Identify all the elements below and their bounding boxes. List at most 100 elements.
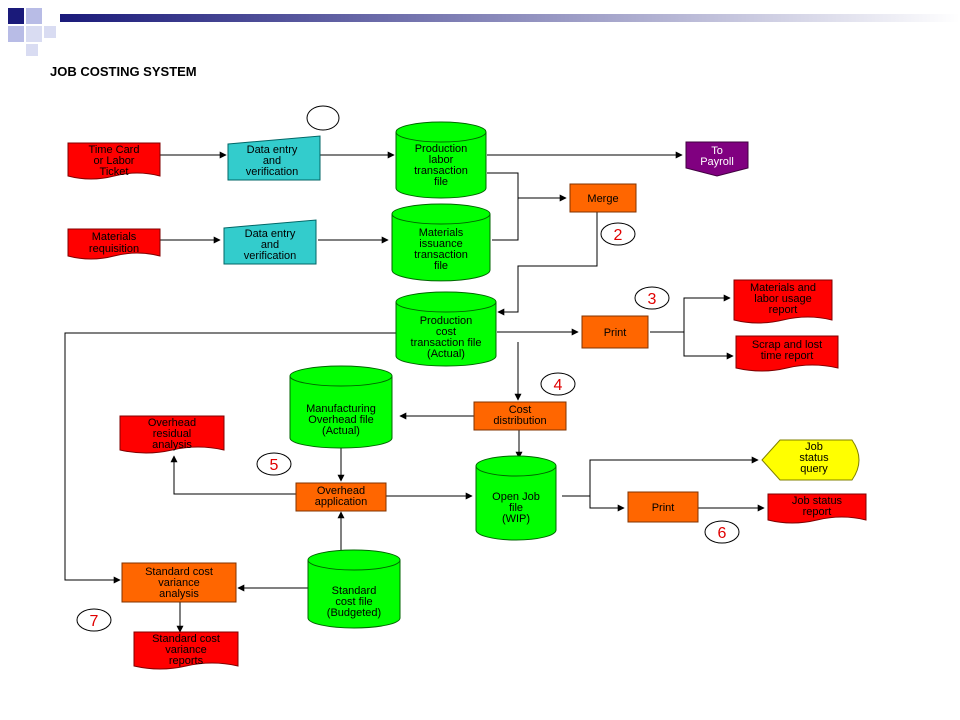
step-number-3: 3	[648, 291, 657, 308]
materials-issuance-label-4: file	[434, 260, 448, 272]
materials-requisition-label-1: Materials	[92, 231, 137, 243]
std-cost-reports-label-2: variance	[165, 644, 207, 656]
time-card-label-3: Ticket	[100, 166, 129, 178]
overhead-residual-report: Overhead residual analysis	[119, 415, 225, 454]
open-job-label-2: file	[509, 502, 523, 514]
step-number-4: 4	[554, 377, 563, 394]
materials-requisition-label-2: requisition	[89, 243, 139, 255]
mfg-overhead-label-1: Manufacturing	[306, 403, 376, 415]
materials-labor-label-3: report	[769, 304, 798, 316]
std-cost-file-label-2: cost file	[335, 596, 372, 608]
scrap-lost-time-report: Scrap and lost time report	[735, 335, 839, 372]
cost-distribution-label-1: Cost	[509, 404, 532, 416]
std-cost-variance-label-3: analysis	[159, 588, 199, 600]
step-marker-5	[256, 452, 292, 476]
step-number-7: 7	[90, 613, 99, 630]
materials-issuance-label-1: Materials	[419, 227, 464, 239]
overhead-application-label-1: Overhead	[317, 485, 365, 497]
step-marker-2	[600, 222, 636, 246]
data-entry-2-label-3: verification	[244, 250, 297, 262]
production-labor-label-4: file	[434, 176, 448, 188]
materials-requisition-document: Materials requisition	[67, 228, 161, 260]
cost-distribution-label-2: distribution	[493, 415, 546, 427]
diagram-title: JOB COSTING SYSTEM	[50, 64, 197, 79]
header-bar	[60, 14, 960, 22]
standard-cost-file: Standard cost file (Budgeted)	[307, 549, 401, 629]
data-entry-1-label-1: Data entry	[247, 144, 298, 156]
materials-labor-label-2: labor usage	[754, 293, 812, 305]
scrap-report-label-2: time report	[761, 350, 814, 362]
production-cost-label-2: cost	[436, 326, 456, 338]
time-card-document: Time Card or Labor Ticket	[67, 142, 161, 180]
production-labor-label-1: Production	[415, 143, 468, 155]
overhead-residual-label-3: analysis	[152, 439, 192, 451]
production-labor-label-2: labor	[429, 154, 454, 166]
std-cost-variance-label-2: variance	[158, 577, 200, 589]
mfg-overhead-label-2: Overhead file	[308, 414, 373, 426]
job-status-query-label-1: Job	[805, 441, 823, 453]
overhead-application-operation: Overhead application	[295, 482, 387, 512]
cost-distribution-operation: Cost distribution	[473, 401, 567, 431]
open-job-label-3: (WIP)	[502, 513, 530, 525]
open-job-file: Open Job file (WIP)	[475, 455, 557, 541]
overhead-application-label-2: application	[315, 496, 368, 508]
standard-cost-reports: Standard cost variance reports	[133, 631, 239, 670]
job-status-query-display: Job status query	[761, 439, 860, 481]
production-labor-file: Production labor transaction file	[395, 121, 487, 199]
data-entry-1-label-2: and	[263, 155, 281, 167]
print-operation-1: Print	[581, 315, 649, 349]
step-number-5: 5	[270, 457, 279, 474]
merge-operation: Merge	[569, 183, 637, 213]
step-marker-4	[540, 372, 576, 396]
slide-decoration	[8, 8, 56, 56]
data-entry-process-1: Data entry and verification	[227, 135, 321, 181]
step-number-6: 6	[718, 525, 727, 542]
connectors	[64, 151, 765, 633]
time-card-label-1: Time Card	[89, 144, 140, 156]
print-1-label: Print	[604, 327, 627, 339]
materials-labor-report: Materials and labor usage report	[733, 279, 833, 324]
to-payroll-label-2: Payroll	[700, 156, 734, 168]
production-cost-label-4: (Actual)	[427, 348, 465, 360]
job-status-query-label-3: query	[800, 463, 828, 475]
step-marker-7	[76, 608, 112, 632]
data-entry-2-label-1: Data entry	[245, 228, 296, 240]
data-entry-1-label-3: verification	[246, 166, 299, 178]
job-status-report-label-2: report	[803, 506, 832, 518]
production-cost-label-3: transaction file	[411, 337, 482, 349]
std-cost-file-label-1: Standard	[332, 585, 377, 597]
overhead-residual-label-1: Overhead	[148, 417, 196, 429]
step-number-2: 2	[614, 227, 623, 244]
to-payroll-label-1: To	[711, 145, 723, 157]
data-entry-2-label-2: and	[261, 239, 279, 251]
production-labor-label-3: transaction	[414, 165, 468, 177]
scrap-report-label-1: Scrap and lost	[752, 339, 822, 351]
materials-issuance-label-2: issuance	[419, 238, 462, 250]
print-operation-2: Print	[627, 491, 699, 523]
materials-labor-label-1: Materials and	[750, 282, 816, 294]
mfg-overhead-label-3: (Actual)	[322, 425, 360, 437]
materials-issuance-file: Materials issuance transaction file	[391, 203, 491, 282]
std-cost-reports-label-3: reports	[169, 655, 204, 667]
merge-label: Merge	[587, 193, 618, 205]
to-payroll-connector: To Payroll	[685, 141, 749, 177]
materials-issuance-label-3: transaction	[414, 249, 468, 261]
overhead-residual-label-2: residual	[153, 428, 192, 440]
job-status-query-label-2: status	[799, 452, 829, 464]
std-cost-reports-label-1: Standard cost	[152, 633, 220, 645]
open-job-label-1: Open Job	[492, 491, 540, 503]
std-cost-variance-label-1: Standard cost	[145, 566, 213, 578]
job-status-report-label-1: Job status	[792, 495, 843, 507]
production-cost-file: Production cost transaction file (Actual…	[395, 291, 497, 367]
job-status-report: Job status report	[767, 493, 867, 524]
step-marker-6	[704, 520, 740, 544]
data-entry-process-2: Data entry and verification	[223, 219, 317, 265]
time-card-label-2: or Labor	[94, 155, 135, 167]
step-marker-1	[306, 105, 340, 131]
standard-cost-variance-operation: Standard cost variance analysis	[121, 562, 237, 603]
step-marker-3	[634, 286, 670, 310]
manufacturing-overhead-file: Manufacturing Overhead file (Actual)	[289, 365, 393, 449]
std-cost-file-label-3: (Budgeted)	[327, 607, 381, 619]
print-2-label: Print	[652, 502, 675, 514]
